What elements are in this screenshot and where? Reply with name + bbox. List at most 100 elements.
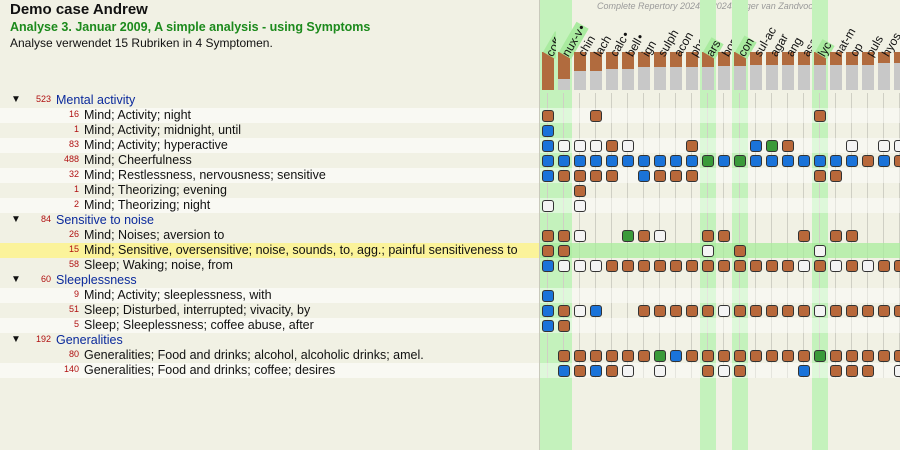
remedy-degree-square-icon[interactable] [718, 365, 730, 377]
remedy-degree-square-icon[interactable] [606, 170, 618, 182]
remedy-degree-square-icon[interactable] [830, 365, 842, 377]
remedy-degree-square-icon[interactable] [542, 260, 554, 272]
remedy-degree-square-icon[interactable] [830, 170, 842, 182]
remedy-column[interactable] [684, 0, 700, 450]
remedy-degree-square-icon[interactable] [702, 155, 714, 167]
remedy-degree-square-icon[interactable] [846, 350, 858, 362]
remedy-degree-square-icon[interactable] [798, 350, 810, 362]
remedy-degree-square-icon[interactable] [702, 305, 714, 317]
remedy-degree-square-icon[interactable] [638, 170, 650, 182]
remedy-degree-square-icon[interactable] [734, 260, 746, 272]
remedy-degree-square-icon[interactable] [622, 365, 634, 377]
remedy-degree-square-icon[interactable] [734, 155, 746, 167]
remedy-degree-square-icon[interactable] [558, 365, 570, 377]
remedy-degree-square-icon[interactable] [750, 260, 762, 272]
remedy-column[interactable] [860, 0, 876, 450]
remedy-degree-square-icon[interactable] [606, 260, 618, 272]
remedy-degree-square-icon[interactable] [814, 155, 826, 167]
remedy-degree-square-icon[interactable] [622, 140, 634, 152]
remedy-degree-square-icon[interactable] [750, 350, 762, 362]
remedy-degree-square-icon[interactable] [846, 365, 858, 377]
remedy-degree-square-icon[interactable] [638, 305, 650, 317]
remedy-degree-square-icon[interactable] [878, 155, 890, 167]
remedy-degree-square-icon[interactable] [558, 350, 570, 362]
remedy-degree-square-icon[interactable] [558, 170, 570, 182]
remedy-degree-square-icon[interactable] [878, 350, 890, 362]
remedy-degree-square-icon[interactable] [574, 200, 586, 212]
remedy-degree-square-icon[interactable] [782, 350, 794, 362]
remedy-degree-square-icon[interactable] [654, 170, 666, 182]
remedy-degree-square-icon[interactable] [686, 350, 698, 362]
remedy-degree-square-icon[interactable] [798, 260, 810, 272]
remedy-degree-square-icon[interactable] [846, 305, 858, 317]
remedy-degree-square-icon[interactable] [766, 305, 778, 317]
remedy-degree-square-icon[interactable] [766, 155, 778, 167]
remedy-degree-square-icon[interactable] [702, 365, 714, 377]
remedy-degree-square-icon[interactable] [670, 305, 682, 317]
remedy-degree-square-icon[interactable] [750, 155, 762, 167]
remedy-degree-square-icon[interactable] [686, 260, 698, 272]
remedy-degree-square-icon[interactable] [734, 245, 746, 257]
remedy-degree-square-icon[interactable] [542, 140, 554, 152]
remedy-degree-square-icon[interactable] [846, 140, 858, 152]
remedy-degree-square-icon[interactable] [814, 170, 826, 182]
remedy-degree-square-icon[interactable] [782, 305, 794, 317]
remedy-degree-square-icon[interactable] [574, 305, 586, 317]
remedy-degree-square-icon[interactable] [862, 260, 874, 272]
remedy-degree-square-icon[interactable] [734, 350, 746, 362]
collapse-triangle-icon[interactable]: ▼ [11, 334, 21, 345]
remedy-degree-square-icon[interactable] [782, 155, 794, 167]
remedy-degree-square-icon[interactable] [718, 350, 730, 362]
remedy-degree-square-icon[interactable] [862, 350, 874, 362]
remedy-degree-square-icon[interactable] [766, 260, 778, 272]
remedy-degree-square-icon[interactable] [798, 305, 810, 317]
remedy-degree-square-icon[interactable] [766, 140, 778, 152]
remedy-degree-square-icon[interactable] [542, 110, 554, 122]
remedy-degree-square-icon[interactable] [718, 155, 730, 167]
remedy-degree-square-icon[interactable] [718, 230, 730, 242]
remedy-degree-square-icon[interactable] [654, 155, 666, 167]
remedy-degree-square-icon[interactable] [814, 245, 826, 257]
remedy-degree-square-icon[interactable] [574, 170, 586, 182]
remedy-degree-square-icon[interactable] [558, 230, 570, 242]
remedy-degree-square-icon[interactable] [814, 260, 826, 272]
remedy-degree-square-icon[interactable] [622, 350, 634, 362]
remedy-degree-square-icon[interactable] [558, 140, 570, 152]
remedy-degree-square-icon[interactable] [846, 230, 858, 242]
remedy-degree-square-icon[interactable] [702, 260, 714, 272]
remedy-degree-square-icon[interactable] [670, 260, 682, 272]
collapse-triangle-icon[interactable]: ▼ [11, 94, 21, 105]
remedy-degree-square-icon[interactable] [830, 305, 842, 317]
remedy-degree-square-icon[interactable] [574, 260, 586, 272]
remedy-degree-square-icon[interactable] [862, 155, 874, 167]
remedy-degree-square-icon[interactable] [894, 260, 900, 272]
remedy-degree-square-icon[interactable] [638, 350, 650, 362]
remedy-degree-square-icon[interactable] [542, 320, 554, 332]
remedy-degree-square-icon[interactable] [686, 140, 698, 152]
remedy-degree-square-icon[interactable] [814, 350, 826, 362]
remedy-degree-square-icon[interactable] [846, 155, 858, 167]
remedy-degree-square-icon[interactable] [654, 365, 666, 377]
remedy-degree-square-icon[interactable] [542, 170, 554, 182]
remedy-degree-square-icon[interactable] [814, 110, 826, 122]
remedy-degree-square-icon[interactable] [878, 305, 890, 317]
remedy-degree-square-icon[interactable] [558, 155, 570, 167]
remedy-degree-square-icon[interactable] [830, 230, 842, 242]
remedy-degree-square-icon[interactable] [782, 140, 794, 152]
remedy-degree-square-icon[interactable] [638, 155, 650, 167]
remedy-degree-square-icon[interactable] [734, 365, 746, 377]
remedy-degree-square-icon[interactable] [590, 155, 602, 167]
remedy-column[interactable] [764, 0, 780, 450]
remedy-degree-square-icon[interactable] [702, 230, 714, 242]
